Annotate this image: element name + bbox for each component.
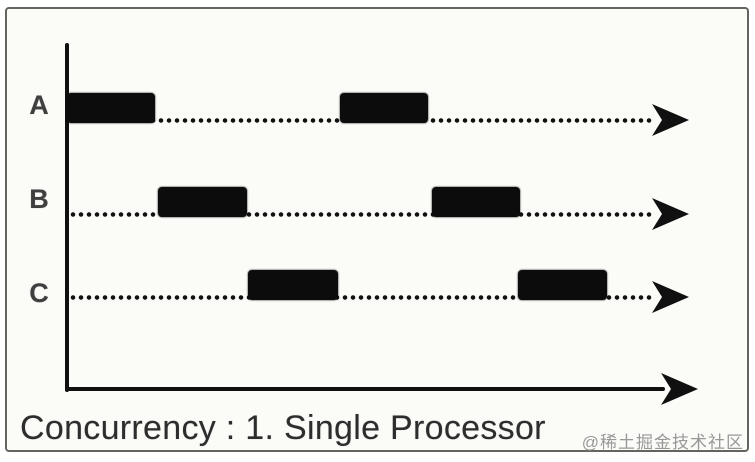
watermark: @稀土掘金技术社区 [581,433,744,452]
diagram-frame [5,7,749,452]
y-axis-line [65,43,69,392]
timeline-dotted-line-b [69,212,653,217]
execution-bar-a-2 [340,93,428,123]
timeline-dotted-line-c [69,295,653,300]
timeline-arrowhead-icon-a [652,103,689,137]
timeline-arrowhead-icon-b [652,197,689,231]
execution-bar-b-2 [432,187,520,217]
execution-bar-c-2 [518,270,607,300]
process-label-b: B [29,184,49,214]
process-label-a: A [29,90,49,120]
execution-bar-b-1 [158,187,247,217]
execution-bar-c-1 [248,270,338,300]
caption: Concurrency : 1. Single Processor [20,409,546,447]
x-axis-line [65,387,665,391]
x-axis-arrowhead-icon [661,372,698,406]
timeline-arrowhead-icon-c [652,280,689,314]
process-label-c: C [29,278,49,308]
execution-bar-a-1 [67,93,155,123]
